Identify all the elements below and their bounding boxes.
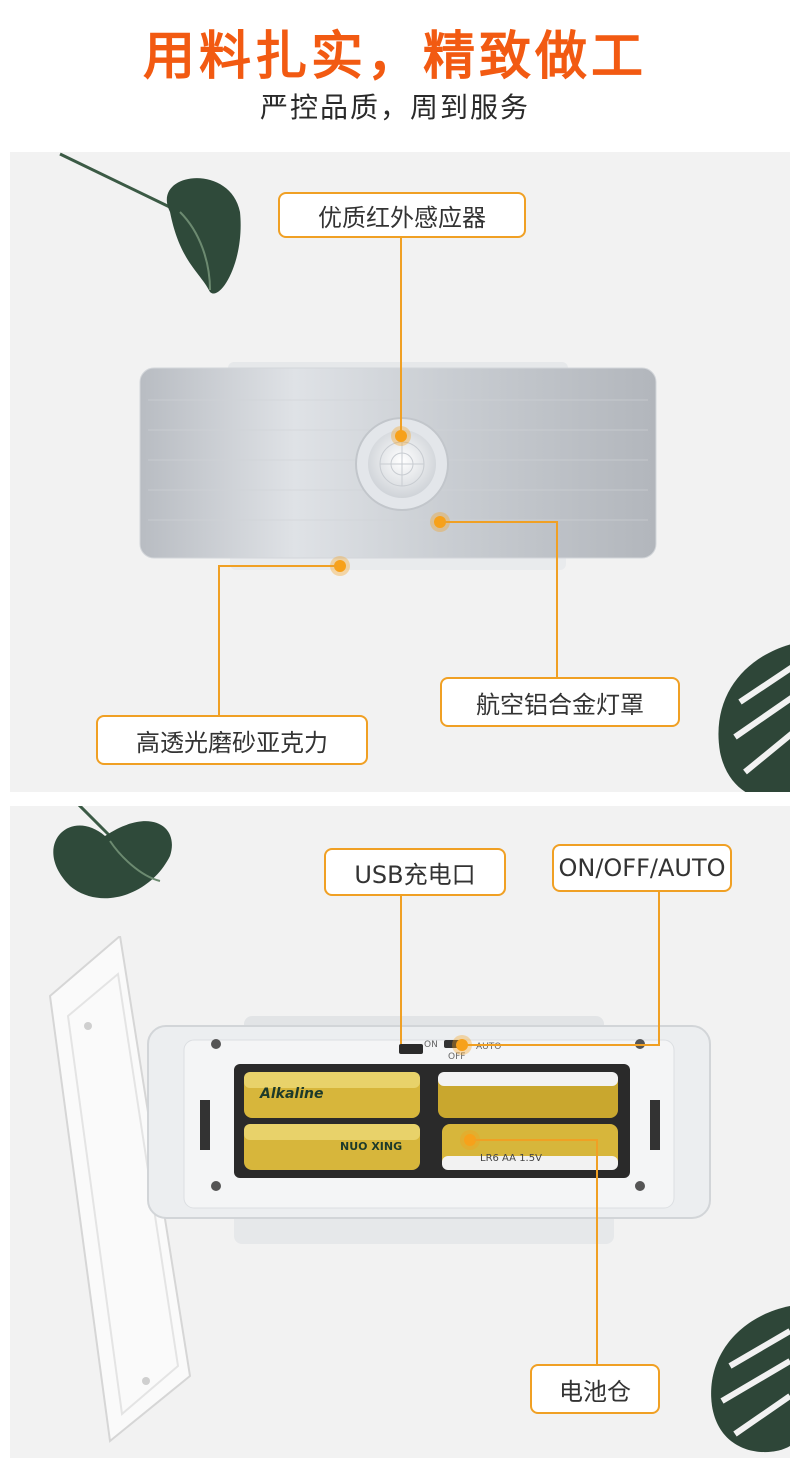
sensor-callout: 优质红外感应器 (278, 192, 526, 238)
aluminum-shade-callout-label: 航空铝合金灯罩 (476, 690, 644, 719)
callout-connector (218, 565, 220, 715)
leaf-decoration-icon (718, 644, 790, 792)
light-device-back (147, 1016, 711, 1244)
usb-callout-label: USB充电口 (354, 860, 476, 889)
page-header: 用料扎实，精致做工 严控品质，周到服务 (0, 0, 790, 150)
leaf-decoration-icon (711, 1306, 790, 1453)
light-device-front (139, 362, 657, 570)
callout-connector (658, 892, 660, 1046)
page-title: 用料扎实，精致做工 (142, 27, 647, 87)
callout-connector (596, 1139, 598, 1365)
aluminum-shade-callout: 航空铝合金灯罩 (440, 677, 680, 727)
switch-callout-label: ON/OFF/AUTO (558, 854, 726, 882)
sensor-callout-label: 优质红外感应器 (318, 203, 486, 232)
switch-auto-text: AUTO (476, 1042, 502, 1052)
callout-connector (444, 521, 558, 523)
acrylic-callout: 高透光磨砂亚克力 (96, 715, 368, 765)
acrylic-marker-dot (334, 560, 346, 572)
switch-off-text: OFF (448, 1052, 466, 1062)
battery-callout: 电池仓 (530, 1364, 660, 1414)
battery-cover (48, 936, 192, 1443)
battery-model-text: LR6 AA 1.5V (480, 1153, 542, 1164)
leaf-decoration-icon (53, 806, 172, 899)
battery-callout-label: 电池仓 (559, 1377, 631, 1406)
callout-connector (474, 1139, 598, 1141)
acrylic-callout-label: 高透光磨砂亚克力 (136, 728, 328, 757)
callout-connector (400, 238, 402, 434)
leaf-decoration-icon (59, 152, 241, 294)
callout-connector (400, 896, 402, 1044)
switch-on-text: ON (424, 1040, 438, 1050)
battery-maker-text: NUO XING (340, 1140, 403, 1153)
battery-marker-dot (464, 1134, 476, 1146)
back-view-panel: Alkaline NUO XING LR6 AA 1.5V ON OFF AUT… (10, 806, 790, 1458)
callout-connector (462, 1044, 660, 1046)
usb-callout: USB充电口 (324, 848, 506, 896)
callout-connector (556, 521, 558, 679)
sensor-marker-dot (395, 430, 407, 442)
page-subtitle: 严控品质，周到服务 (259, 91, 530, 124)
aluminum-marker-dot (434, 516, 446, 528)
front-view-panel: 优质红外感应器 航空铝合金灯罩 高透光磨砂亚克力 (10, 152, 790, 792)
callout-connector (219, 565, 337, 567)
battery-brand-text: Alkaline (260, 1086, 324, 1102)
switch-callout: ON/OFF/AUTO (552, 844, 732, 892)
switch-marker-dot (456, 1039, 468, 1051)
